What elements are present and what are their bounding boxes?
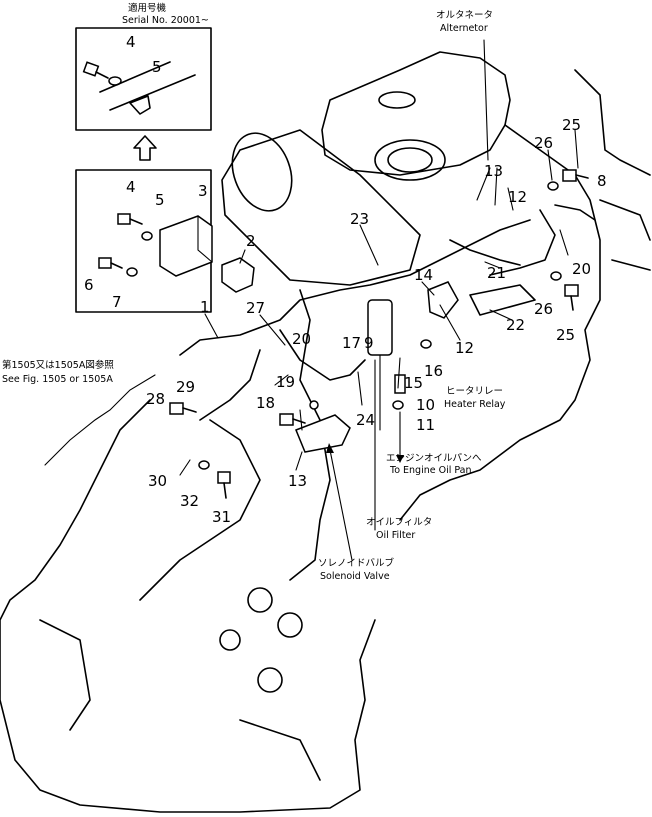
- bolt-icon: [217, 471, 231, 499]
- callout-28: 28: [146, 390, 165, 408]
- heater-relay-label-jp: ヒータリレー: [446, 386, 503, 397]
- arrow-up-icon: [133, 135, 157, 161]
- callout-24: 24: [356, 411, 375, 429]
- washer-icon: [392, 400, 404, 410]
- callout-7: 7: [112, 293, 122, 311]
- inset-bracket-panel: [75, 169, 213, 313]
- oil-pan-label-jp: エンジンオイルパンへ: [386, 453, 482, 464]
- washer-icon: [126, 267, 138, 277]
- callouts: 4 5 4 3 5 6 7 2 1 27 23 13 12 25 26 8 21…: [84, 33, 607, 526]
- heater-relay-icon: [427, 281, 459, 319]
- relay-icon: [221, 257, 255, 293]
- solenoid-label-en: Solenoid Valve: [320, 571, 390, 582]
- callout-26: 26: [534, 300, 553, 318]
- callout-27: 27: [246, 299, 265, 317]
- callout-15: 15: [404, 374, 423, 392]
- see-fig-label-jp: 第1505又は1505A図参照: [2, 359, 114, 371]
- callout-20: 20: [292, 330, 311, 348]
- callout-4: 4: [126, 178, 136, 196]
- bolt-icon: [117, 213, 143, 225]
- callout-31: 31: [212, 508, 231, 526]
- bolt-icon: [82, 61, 109, 79]
- cylinder-part-icon: [394, 374, 406, 394]
- callout-10: 10: [416, 396, 435, 414]
- callout-21: 21: [487, 264, 506, 282]
- inset-title: 適用号機: [128, 2, 167, 14]
- washer-icon: [309, 400, 319, 410]
- washer-icon: [141, 231, 153, 241]
- callout-20: 20: [572, 260, 591, 278]
- solenoid-valve-icon: [295, 414, 353, 561]
- inset-top-frame: [75, 27, 212, 131]
- bolt-icon: [98, 257, 123, 269]
- oil-pan-label-en: To Engine Oil Pan: [389, 465, 472, 476]
- callout-13: 13: [484, 162, 503, 180]
- part-labels: オルタネータ Alternetor 第1505又は1505A図参照 See Fi…: [2, 10, 506, 582]
- callout-9: 9: [364, 334, 374, 352]
- callout-12: 12: [508, 188, 527, 206]
- callout-30: 30: [148, 472, 167, 490]
- callout-2: 2: [246, 232, 256, 250]
- bracket-flat-icon: [99, 61, 196, 115]
- oil-filter-label-en: Oil Filter: [376, 530, 415, 541]
- callout-8: 8: [597, 172, 607, 190]
- bolt-icon: [169, 402, 197, 415]
- callout-1: 1: [200, 298, 210, 316]
- bolt-icon: [279, 413, 306, 426]
- engine-outline: [0, 51, 651, 813]
- callout-14: 14: [414, 266, 433, 284]
- alternator-label-jp: オルタネータ: [436, 10, 493, 21]
- callout-32: 32: [180, 492, 199, 510]
- callout-16: 16: [424, 362, 443, 380]
- wiring-harness: [44, 204, 596, 466]
- callout-5: 5: [152, 58, 162, 76]
- alternator-label-en: Alternetor: [440, 23, 488, 34]
- callout-12: 12: [455, 339, 474, 357]
- callout-11: 11: [416, 416, 435, 434]
- see-fig-label-en: See Fig. 1505 or 1505A: [2, 374, 113, 385]
- callout-17: 17: [342, 334, 361, 352]
- solenoid-label-jp: ソレノイドバルブ: [318, 557, 395, 569]
- callout-3: 3: [198, 182, 208, 200]
- leader-lines: [179, 39, 579, 476]
- callout-22: 22: [506, 316, 525, 334]
- washer-icon: [550, 271, 562, 281]
- callout-6: 6: [84, 276, 94, 294]
- oil-filter-label-jp: オイルフィルタ: [366, 517, 432, 528]
- callout-29: 29: [176, 378, 195, 396]
- callout-5: 5: [155, 191, 165, 209]
- inset-serial: Serial No. 20001~: [122, 15, 209, 26]
- callout-26: 26: [534, 134, 553, 152]
- callout-23: 23: [350, 210, 369, 228]
- callout-25: 25: [562, 116, 581, 134]
- callout-18: 18: [256, 394, 275, 412]
- oil-filter-icon: [367, 299, 393, 531]
- inset-serial-panel: 適用号機 Serial No. 20001~: [75, 2, 212, 131]
- washer-icon: [420, 339, 432, 349]
- callout-25: 25: [556, 326, 575, 344]
- washer-icon: [198, 460, 210, 470]
- bolt-icon: [562, 169, 589, 182]
- washer-icon: [547, 181, 559, 191]
- bracket-icon: [159, 215, 213, 277]
- bolt-icon: [564, 284, 579, 311]
- heater-relay-label-en: Heater Relay: [444, 399, 506, 410]
- callout-19: 19: [276, 373, 295, 391]
- callout-13: 13: [288, 472, 307, 490]
- callout-4: 4: [126, 33, 136, 51]
